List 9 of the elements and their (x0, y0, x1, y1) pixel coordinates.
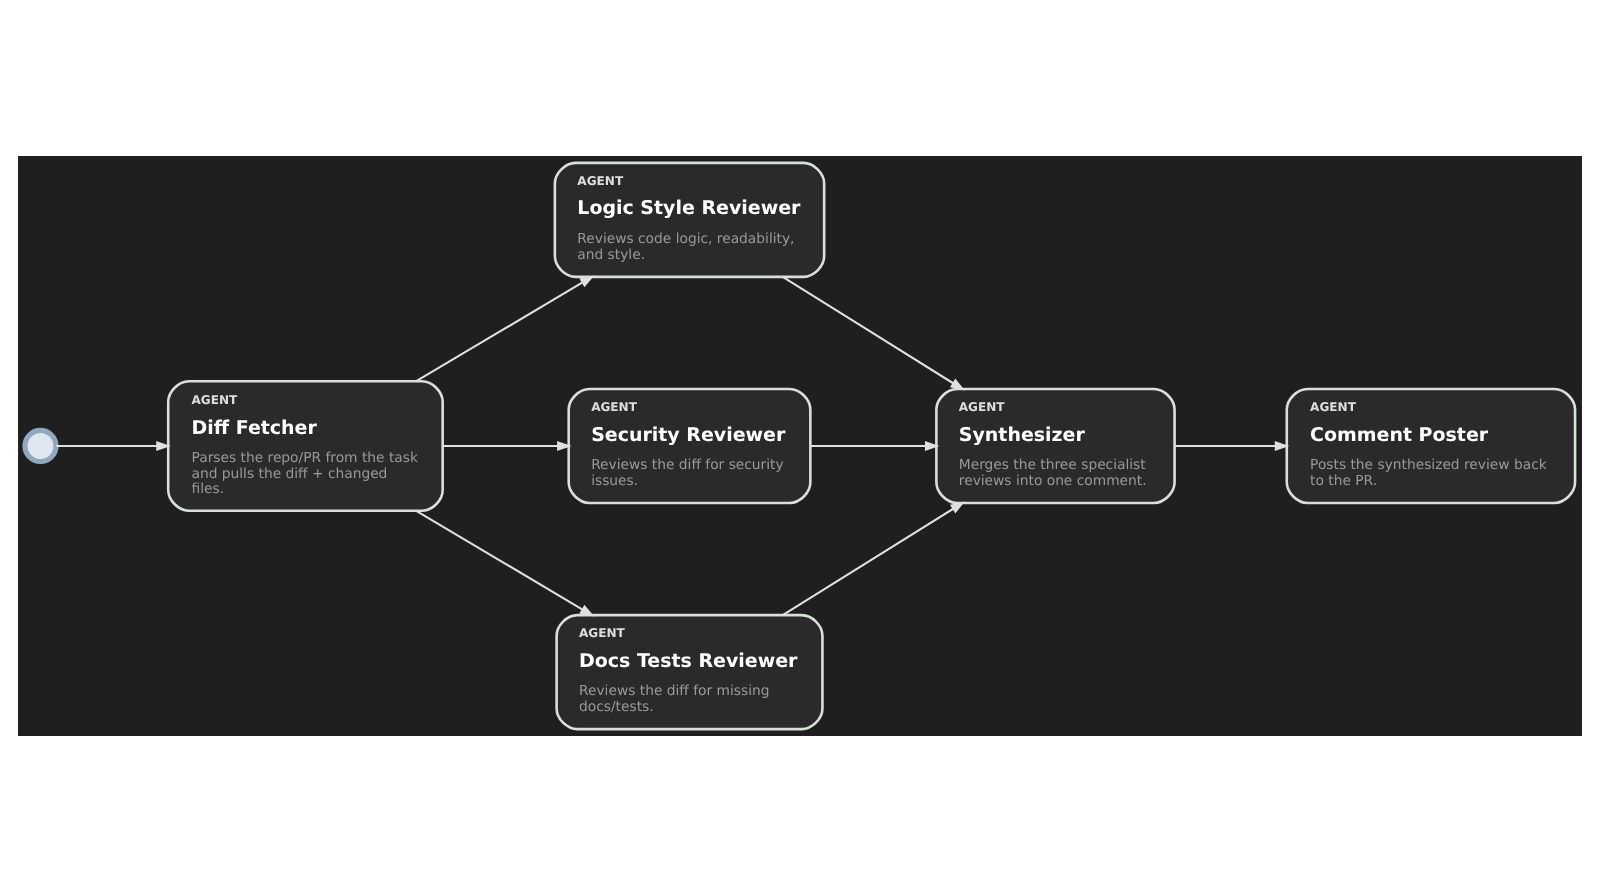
arrow (810, 440, 940, 452)
arrow (415, 275, 595, 383)
arrow (56, 440, 171, 452)
node-circle (22, 427, 59, 465)
arrow (782, 276, 965, 391)
arrow (415, 509, 595, 617)
arrow (1174, 440, 1290, 452)
arrow (442, 440, 572, 452)
arrow (782, 501, 965, 616)
